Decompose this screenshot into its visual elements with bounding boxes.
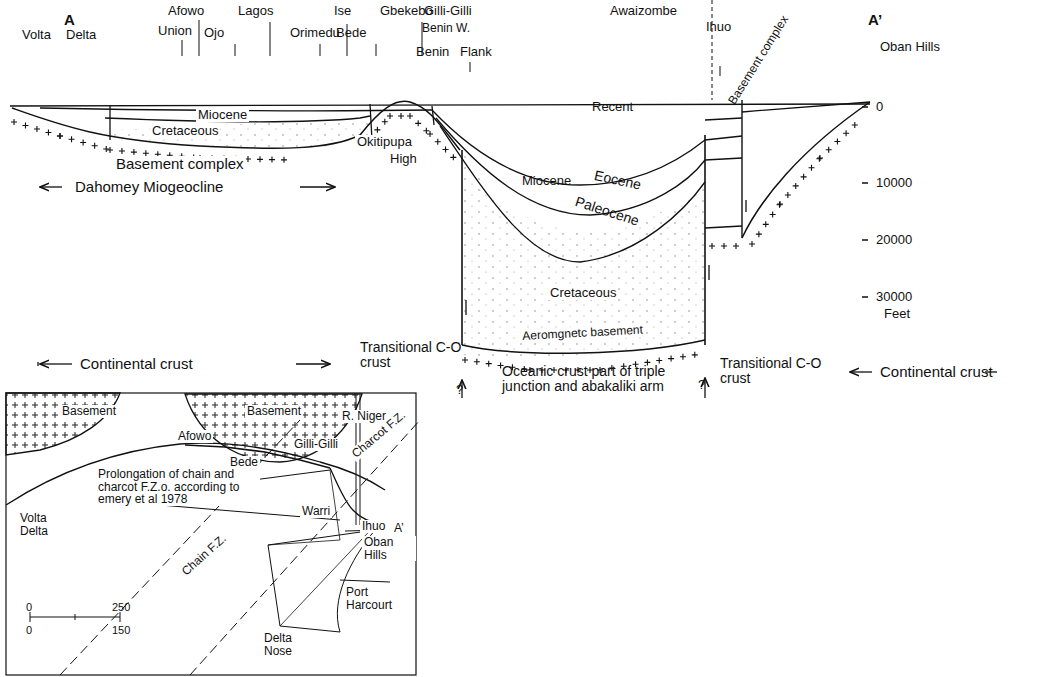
map-label: Union <box>158 24 192 38</box>
map-label: Benin <box>416 45 449 59</box>
map-label: Continental crust <box>80 356 193 372</box>
map-label: ? <box>456 383 463 397</box>
map-label: Lagos <box>238 4 273 18</box>
map-label: 0 <box>26 625 32 637</box>
map-label: Eocene <box>593 168 643 192</box>
map-label: ? <box>698 378 705 392</box>
map-label: Chain F.Z. <box>178 531 230 580</box>
map-label: 20000 <box>876 233 912 247</box>
map-label: Delta Nose <box>262 632 316 657</box>
map-label: Basement <box>60 405 118 418</box>
map-label: Volta <box>22 28 51 42</box>
map-label: Flank <box>460 45 492 59</box>
map-label: Cretaceous <box>548 286 618 300</box>
map-label: Cretaceous <box>150 124 220 138</box>
map-label: Oban Hills <box>880 40 940 54</box>
map-label: A <box>64 12 75 28</box>
map-label: 10000 <box>876 176 912 190</box>
map-label: Basement <box>245 405 303 418</box>
map-label: Bede <box>336 26 366 40</box>
map-label: Continental crust <box>880 364 993 380</box>
map-label: Afowo <box>168 4 204 18</box>
map-label: Transitional C-O crust <box>360 340 470 369</box>
map-label: Recent <box>592 100 633 114</box>
map-label: 250 <box>112 602 130 614</box>
map-label: Orimedu <box>290 26 340 40</box>
map-label: Volta Delta <box>18 512 72 537</box>
map-label: A’ <box>868 12 882 28</box>
map-label: 0 <box>876 100 883 114</box>
map-label: Port Harcourt <box>344 586 408 611</box>
map-label: Warri <box>300 505 332 518</box>
map-label: High <box>390 152 417 166</box>
map-label: Ojo <box>204 26 224 40</box>
map-label: Ihuo <box>706 20 731 34</box>
map-label: Feet <box>884 307 910 321</box>
map-label: Gilli-Gilli <box>424 4 472 18</box>
map-label: Dahomey Miogeocline <box>75 179 223 195</box>
map-label: Oban Hills <box>362 536 416 561</box>
map-label: 0 <box>26 602 32 614</box>
map-label: 30000 <box>876 290 912 304</box>
map-label: Prolongation of chain and charcot F.Z.o.… <box>96 468 260 506</box>
map-label: Oceanic crust part of triple junction an… <box>502 364 667 393</box>
map-label: Ihuo <box>360 520 387 533</box>
map-label: Benin W. <box>422 22 470 35</box>
map-label: Delta <box>66 28 96 42</box>
map-label: Basement complex <box>726 13 791 106</box>
map-label: Miocene <box>522 174 571 188</box>
map-label: A’ <box>392 522 406 535</box>
map-label: Awaizombe <box>610 4 677 18</box>
map-label: Afowo <box>176 430 213 443</box>
map-label: Ise <box>334 4 351 18</box>
map-label: R. Niger <box>340 410 388 423</box>
map-label: Basement complex <box>114 156 246 172</box>
map-label: Bede <box>228 456 260 469</box>
map-label: 150 <box>112 625 130 637</box>
map-label: Paleocene <box>573 194 640 228</box>
map-label: Transitional C-O crust <box>720 356 830 385</box>
map-label: Gilli-Gilli <box>292 438 340 451</box>
map-label: Miocene <box>196 108 249 122</box>
basement-symbols <box>11 113 858 373</box>
map-label: Okitipupa <box>355 135 414 149</box>
